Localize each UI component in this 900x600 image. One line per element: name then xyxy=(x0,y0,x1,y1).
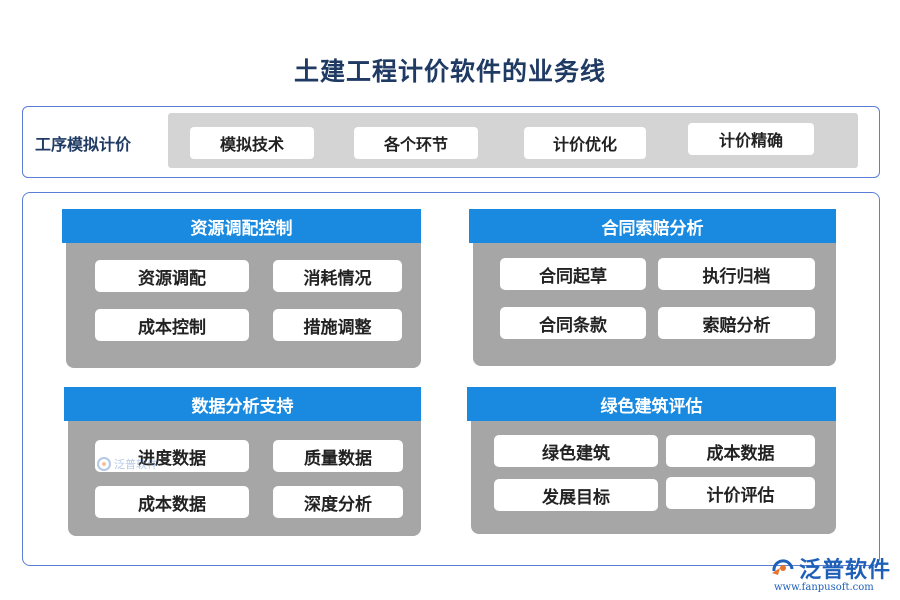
module-item: 合同条款 xyxy=(500,307,646,339)
module-resource-control: 资源调配控制 资源调配 消耗情况 成本控制 措施调整 xyxy=(62,209,421,368)
top-item-3: 计价优化 xyxy=(524,127,646,159)
top-item-4: 计价精确 xyxy=(688,123,814,155)
module-item: 发展目标 xyxy=(494,479,658,511)
top-item-1: 模拟技术 xyxy=(190,127,314,159)
module-item: 深度分析 xyxy=(273,486,403,518)
top-row-frame: 工序模拟计价 模拟技术 各个环节 计价优化 计价精确 xyxy=(22,106,880,178)
module-item: 成本控制 xyxy=(95,309,249,341)
top-row-label: 工序模拟计价 xyxy=(35,135,132,154)
logo-icon xyxy=(97,457,111,471)
module-green-building: 绿色建筑评估 绿色建筑 成本数据 发展目标 计价评估 xyxy=(467,387,836,534)
brand-url: www.fanpusoft.com xyxy=(774,582,874,593)
module-item: 合同起草 xyxy=(500,258,646,290)
module-item: 进度数据 xyxy=(95,440,249,472)
module-item: 消耗情况 xyxy=(273,260,402,292)
module-item: 成本数据 xyxy=(666,435,815,467)
module-item: 执行归档 xyxy=(658,258,815,290)
module-header: 资源调配控制 xyxy=(62,209,421,243)
module-item: 绿色建筑 xyxy=(494,435,658,467)
top-row-strip: 模拟技术 各个环节 计价优化 计价精确 xyxy=(168,113,858,168)
brand-logo: 泛普软件 www.fanpusoft.com xyxy=(770,552,895,598)
diagram-title: 土建工程计价软件的业务线 xyxy=(293,57,606,86)
watermark: 泛普软件 xyxy=(96,456,158,472)
module-contract-claims: 合同索赔分析 合同起草 执行归档 合同条款 索赔分析 xyxy=(469,209,836,366)
module-item: 措施调整 xyxy=(273,309,402,341)
watermark-text: 泛普软件 xyxy=(114,458,158,471)
logo-icon xyxy=(772,559,794,575)
top-item-2: 各个环节 xyxy=(354,127,478,159)
module-item: 索赔分析 xyxy=(658,307,815,339)
module-header: 合同索赔分析 xyxy=(469,209,836,243)
module-header: 绿色建筑评估 xyxy=(467,387,836,421)
module-item: 计价评估 xyxy=(666,477,815,509)
module-header: 数据分析支持 xyxy=(64,387,421,421)
module-item: 资源调配 xyxy=(95,260,249,292)
module-item: 质量数据 xyxy=(273,440,403,472)
module-data-analysis: 数据分析支持 进度数据 质量数据 成本数据 深度分析 xyxy=(64,387,421,536)
module-item: 成本数据 xyxy=(95,486,249,518)
brand-name: 泛普软件 xyxy=(799,558,892,583)
